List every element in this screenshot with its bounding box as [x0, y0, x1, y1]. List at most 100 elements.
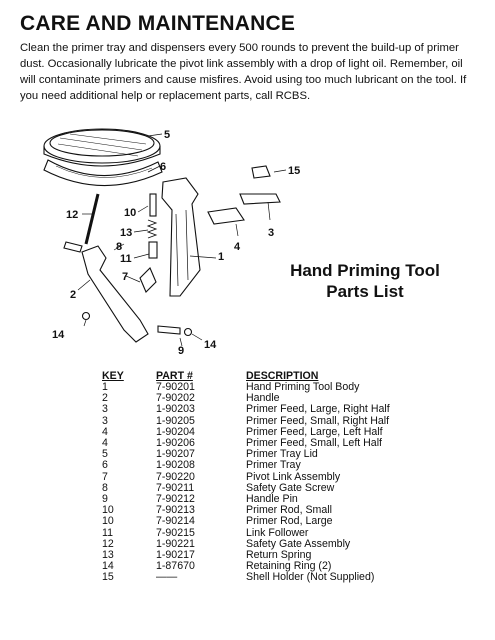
callout-3: 3: [268, 227, 274, 239]
row-part-number: 7-90213: [156, 504, 195, 517]
table-row: 3 1-90205 Primer Feed, Small, Right Half: [102, 414, 446, 427]
primer-tray-lid: [43, 128, 161, 164]
exploded-parts-diagram: 5 6 15 1 4 3 12 10 13 11 8 7 2 14 9 14: [43, 128, 300, 357]
row-key: 5: [102, 448, 108, 461]
row-key: 9: [102, 493, 108, 506]
row-description: Safety Gate Assembly: [246, 537, 351, 550]
row-part-number: 7-90214: [156, 515, 195, 528]
table-row: 10 7-90213 Primer Rod, Small: [102, 505, 446, 516]
row-part-number: 1-90205: [156, 414, 195, 427]
callout-14b: 14: [204, 339, 217, 351]
row-description: Pivot Link Assembly: [246, 470, 341, 483]
row-description: Shell Holder (Not Supplied): [246, 571, 375, 584]
callout-8: 8: [116, 241, 122, 253]
row-key: 11: [102, 526, 113, 539]
row-description: Handle Pin: [246, 493, 298, 506]
shell-holder: [251, 165, 271, 179]
handle: [81, 245, 149, 343]
row-description: Primer Tray Lid: [246, 448, 318, 461]
row-description: Safety Gate Screw: [246, 481, 335, 494]
callout-14a: 14: [52, 329, 65, 341]
row-key: 14: [102, 560, 114, 573]
table-row: 12 1-90221 Safety Gate Assembly: [102, 537, 446, 550]
row-part-number: 1-90206: [156, 437, 195, 450]
callout-11: 11: [120, 253, 132, 265]
page-title: CARE AND MAINTENANCE: [20, 12, 296, 35]
row-description: Primer Feed, Small, Left Half: [246, 437, 382, 450]
row-part-number: 1-90204: [156, 425, 195, 438]
callout-1: 1: [218, 251, 224, 263]
callout-6: 6: [160, 161, 166, 173]
row-part-number: 1-90221: [156, 537, 195, 550]
row-part-number: 7-90201: [156, 381, 195, 393]
table-row: 15 —— Shell Holder (Not Supplied): [102, 572, 446, 583]
header-description: DESCRIPTION: [246, 369, 319, 382]
row-description: Link Follower: [246, 526, 309, 539]
row-key: 13: [102, 549, 114, 562]
parts-list-title-line1: Hand Priming Tool: [290, 261, 440, 280]
callout-13: 13: [120, 227, 132, 239]
callout-7: 7: [122, 271, 128, 283]
table-row: 5 1-90207 Primer Tray Lid: [102, 449, 446, 460]
table-row: 10 7-90214 Primer Rod, Large: [102, 516, 446, 527]
row-key: 1: [102, 381, 108, 393]
row-part-number: 1-90208: [156, 459, 195, 472]
parts-list-title: Hand Priming Tool Parts List: [270, 260, 460, 302]
callout-4: 4: [234, 241, 241, 253]
row-description: Primer Feed, Large, Right Half: [246, 403, 390, 416]
table-row: 6 1-90208 Primer Tray: [102, 460, 446, 471]
table-row: 2 7-90202 Handle: [102, 392, 446, 405]
parts-table-header: KEY PART # DESCRIPTION: [102, 369, 446, 382]
row-key: 15: [102, 571, 114, 584]
callout-10: 10: [124, 207, 136, 219]
table-row: 7 7-90220 Pivot Link Assembly: [102, 470, 446, 483]
row-key: 10: [102, 515, 114, 528]
row-key: 3: [102, 414, 108, 427]
callout-15: 15: [288, 165, 300, 177]
primer-tray: [43, 159, 163, 187]
row-key: 8: [102, 481, 108, 494]
header-part: PART #: [156, 369, 193, 382]
row-part-number: ——: [156, 571, 178, 584]
row-part-number: 7-90215: [156, 526, 195, 539]
row-key: 4: [102, 425, 108, 438]
parts-list-title-line2: Parts List: [326, 282, 404, 301]
row-part-number: 1-90217: [156, 549, 195, 562]
row-description: Retaining Ring (2): [246, 560, 332, 573]
callout-2: 2: [70, 289, 76, 301]
header-key: KEY: [102, 369, 124, 382]
row-description: Primer Tray: [246, 459, 301, 472]
table-row: 11 7-90215 Link Follower: [102, 526, 446, 539]
row-part-number: 1-90203: [156, 403, 195, 416]
callout-9: 9: [178, 345, 184, 357]
primer-feed-right: [239, 193, 281, 205]
row-description: Primer Rod, Small: [246, 504, 332, 517]
maintenance-paragraph: Clean the primer tray and dispensers eve…: [20, 42, 467, 102]
row-key: 7: [102, 470, 108, 483]
row-key: 10: [102, 504, 114, 517]
row-part-number: 7-90220: [156, 470, 195, 483]
row-key: 6: [102, 459, 108, 472]
callout-5: 5: [164, 129, 170, 141]
row-part-number: 7-90212: [156, 493, 195, 506]
row-part-number: 7-90211: [156, 481, 195, 494]
table-row: 14 1-87670 Retaining Ring (2): [102, 561, 446, 572]
row-description: Handle: [246, 392, 280, 405]
table-row: 9 7-90212 Handle Pin: [102, 493, 446, 506]
row-description: Primer Feed, Small, Right Half: [246, 414, 390, 427]
row-part-number: 1-87670: [156, 560, 195, 573]
primer-feed-left: [207, 207, 245, 225]
row-part-number: 7-90202: [156, 392, 195, 405]
row-key: 2: [102, 392, 108, 405]
tool-body: [161, 177, 201, 297]
row-part-number: 1-90207: [156, 448, 195, 461]
row-description: Primer Rod, Large: [246, 515, 333, 528]
row-key: 12: [102, 537, 114, 550]
